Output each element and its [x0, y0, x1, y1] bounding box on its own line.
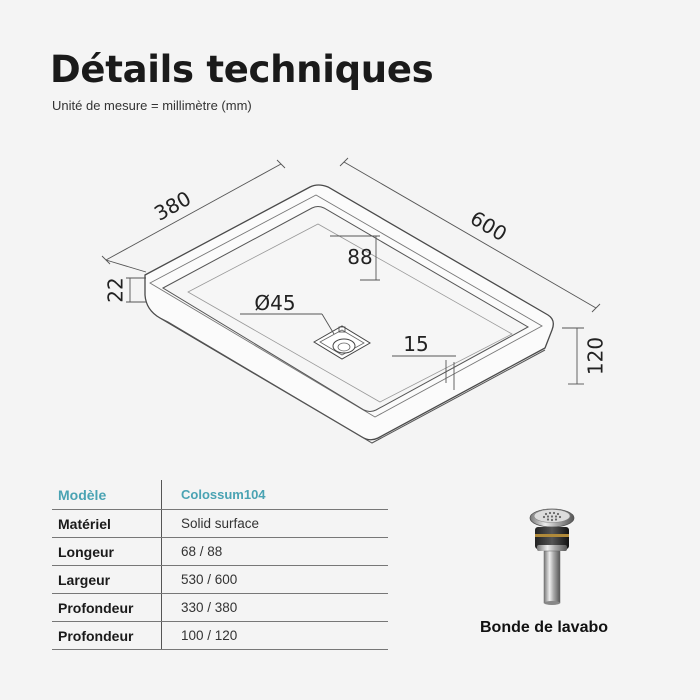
dimension-width — [101, 159, 286, 273]
spec-label: Profondeur — [52, 593, 162, 622]
sink-rim-inner — [149, 194, 543, 418]
table-row: Matériel Solid surface — [52, 509, 388, 538]
unit-note: Unité de mesure = millimètre (mm) — [52, 98, 252, 113]
table-row: Profondeur 330 / 380 — [52, 593, 388, 622]
dimension-length — [339, 157, 601, 313]
spec-value: 100 / 120 — [161, 621, 388, 650]
spec-value: 330 / 380 — [161, 593, 388, 622]
table-row: Profondeur 100 / 120 — [52, 621, 388, 650]
spec-value: Solid surface — [161, 509, 388, 538]
table-header-row: Modèle Colossum104 — [52, 480, 388, 510]
spec-label: Profondeur — [52, 621, 162, 650]
dimension-rim-label: 22 — [104, 277, 128, 302]
drain-plug-label: Bonde de lavabo — [480, 619, 609, 636]
dimension-wall-label: 15 — [403, 332, 428, 356]
spec-label: Matériel — [52, 509, 162, 538]
dimension-wall — [392, 355, 456, 390]
table-row: Largeur 530 / 600 — [52, 565, 388, 594]
dimension-rim — [126, 277, 146, 303]
dimension-height — [562, 327, 584, 385]
dimension-inner-offset-label: 88 — [347, 245, 372, 269]
dimension-inner-offset — [330, 235, 380, 281]
sink-drawing: 380 600 22 88 Ø45 15 120 — [101, 157, 608, 444]
spec-label: Largeur — [52, 565, 162, 594]
spec-value: 530 / 600 — [161, 565, 388, 594]
table-row: Longeur 68 / 88 — [52, 537, 388, 566]
spec-value: 68 / 88 — [161, 537, 388, 566]
dimension-width-label: 380 — [150, 186, 195, 226]
sink-body-bottom — [159, 317, 546, 444]
dimension-length-label: 600 — [466, 206, 511, 246]
model-label: Modèle — [52, 480, 162, 510]
dimension-height-label: 120 — [584, 337, 608, 375]
spec-label: Longeur — [52, 537, 162, 566]
drain-plug-image — [529, 508, 575, 605]
dimension-drain-label: Ø45 — [254, 291, 295, 315]
sink-basin-floor — [187, 223, 513, 403]
dimension-drain — [240, 313, 335, 335]
page-title: Détails techniques — [50, 48, 434, 91]
specs-table: Modèle Colossum104 Matériel Solid surfac… — [52, 480, 388, 650]
model-value: Colossum104 — [161, 480, 388, 510]
